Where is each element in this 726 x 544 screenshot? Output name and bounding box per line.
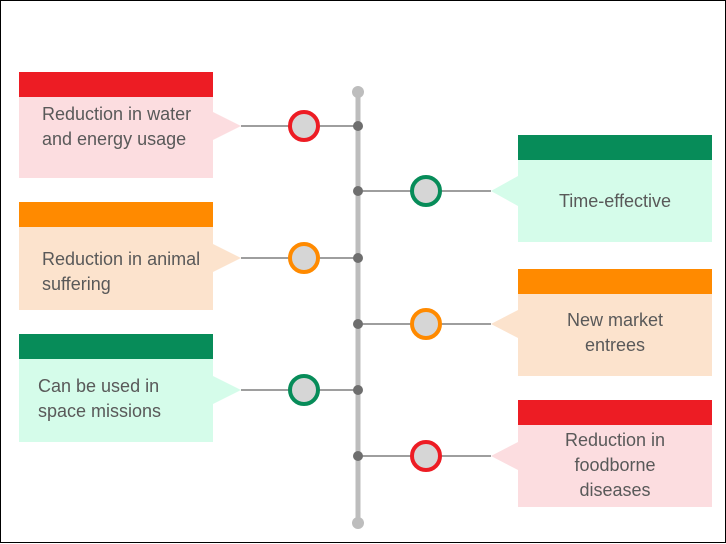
left-item-1-label: Reduction in water and energy usage bbox=[42, 104, 192, 149]
right-item-3-node bbox=[410, 440, 442, 472]
right-item-1-header bbox=[518, 135, 712, 160]
right-item-1-node bbox=[410, 175, 442, 207]
right-item-3-axis-dot bbox=[353, 451, 363, 461]
right-item-1 bbox=[353, 135, 712, 242]
left-item-1-header bbox=[19, 72, 213, 97]
left-item-3-node bbox=[288, 374, 320, 406]
left-item-3 bbox=[19, 334, 363, 442]
left-item-3-label: Can be used in space missions bbox=[38, 376, 162, 421]
right-item-2-callout bbox=[491, 294, 712, 376]
right-item-3-header bbox=[518, 400, 712, 425]
left-item-1-axis-dot bbox=[353, 121, 363, 131]
left-item-2 bbox=[19, 202, 363, 310]
left-item-3-callout bbox=[19, 359, 241, 442]
right-item-3-label: Reduction in foodborne diseases bbox=[564, 430, 666, 500]
left-item-2-node bbox=[288, 242, 320, 274]
axis-top-cap bbox=[352, 86, 364, 98]
left-item-2-label: Reduction in animal suffering bbox=[42, 249, 201, 294]
right-item-2-node bbox=[410, 308, 442, 340]
left-item-2-header bbox=[19, 202, 213, 227]
right-item-1-label: Time-effective bbox=[558, 191, 672, 211]
right-item-1-axis-dot bbox=[353, 186, 363, 196]
left-item-3-axis-dot bbox=[353, 385, 363, 395]
right-item-2-header bbox=[518, 269, 712, 294]
left-item-1 bbox=[19, 72, 363, 178]
right-item-1-callout bbox=[491, 160, 712, 242]
axis-bottom-cap bbox=[352, 517, 364, 529]
left-item-1-node bbox=[288, 110, 320, 142]
right-item-3 bbox=[353, 400, 712, 507]
right-item-3-callout bbox=[491, 425, 712, 507]
right-item-2 bbox=[353, 269, 712, 376]
left-item-2-axis-dot bbox=[353, 253, 363, 263]
left-item-1-callout bbox=[19, 97, 241, 178]
right-item-2-axis-dot bbox=[353, 319, 363, 329]
left-item-2-callout bbox=[19, 227, 241, 310]
right-item-2-label: New market entrees bbox=[566, 310, 664, 355]
left-item-3-header bbox=[19, 334, 213, 359]
